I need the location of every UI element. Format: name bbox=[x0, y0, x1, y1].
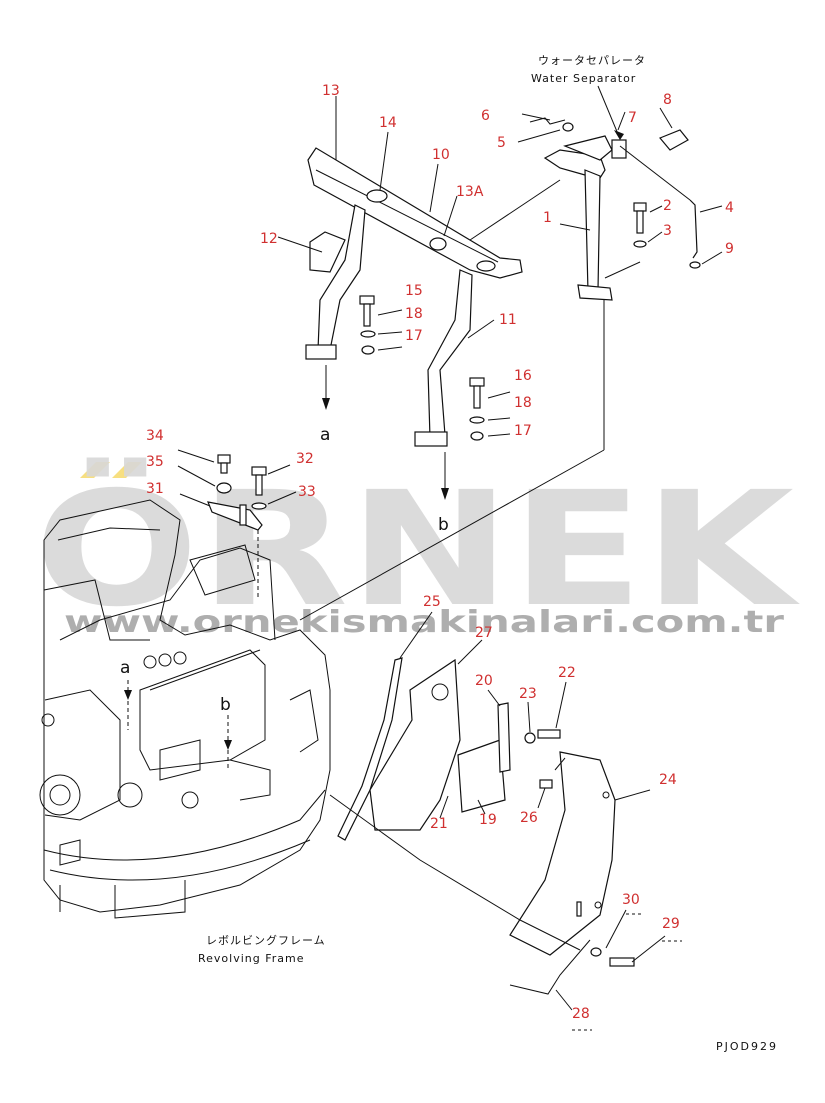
callout-25: 25 bbox=[423, 594, 441, 610]
callout-26: 26 bbox=[520, 810, 538, 826]
callout-19: 19 bbox=[479, 812, 497, 828]
callout-15: 15 bbox=[405, 283, 423, 299]
callout-17b: 17 bbox=[514, 423, 532, 439]
callout-34: 34 bbox=[146, 428, 164, 444]
callout-28: 28 bbox=[572, 1006, 590, 1022]
bracket-ref-b: b bbox=[438, 515, 449, 535]
callout-24: 24 bbox=[659, 772, 677, 788]
counterweight-assembly bbox=[329, 611, 682, 1031]
callout-32: 32 bbox=[296, 451, 314, 467]
callout-9: 9 bbox=[725, 241, 734, 257]
callout-10: 10 bbox=[432, 147, 450, 163]
part-callouts: 1 2 3 4 5 6 7 8 9 10 11 12 13 13A 14 15 … bbox=[146, 83, 734, 1022]
callout-7: 7 bbox=[628, 110, 637, 126]
callout-27: 27 bbox=[475, 625, 493, 641]
frame-ref-b: b bbox=[220, 695, 231, 715]
callout-8: 8 bbox=[663, 92, 672, 108]
callout-20: 20 bbox=[475, 673, 493, 689]
callout-33: 33 bbox=[298, 484, 316, 500]
callout-14: 14 bbox=[379, 115, 397, 131]
callout-12: 12 bbox=[260, 231, 278, 247]
callout-18b: 18 bbox=[514, 395, 532, 411]
callout-3: 3 bbox=[663, 223, 672, 239]
bracket-assembly: a b bbox=[277, 96, 561, 535]
callout-13a: 13A bbox=[456, 184, 484, 200]
callout-13: 13 bbox=[322, 83, 340, 99]
water-separator-en-label: Water Separator bbox=[531, 72, 636, 85]
callout-31: 31 bbox=[146, 481, 164, 497]
callout-23: 23 bbox=[519, 686, 537, 702]
water-separator-stand bbox=[299, 85, 723, 621]
frame-ref-a: a bbox=[120, 658, 130, 678]
revolving-frame-en-label: Revolving Frame bbox=[198, 952, 305, 965]
bracket-ref-a: a bbox=[320, 425, 330, 445]
revolving-frame-jp-label: レボルビングフレーム bbox=[206, 933, 326, 947]
callout-21: 21 bbox=[430, 816, 448, 832]
callout-4: 4 bbox=[725, 200, 734, 216]
callout-2: 2 bbox=[663, 198, 672, 214]
watermark: ÖRNEK www.ornekismakinalari.com.tr bbox=[34, 456, 801, 642]
mount-plate bbox=[177, 449, 297, 600]
callout-22: 22 bbox=[558, 665, 576, 681]
callout-30: 30 bbox=[622, 892, 640, 908]
callout-35: 35 bbox=[146, 454, 164, 470]
callout-1: 1 bbox=[543, 210, 552, 226]
callout-18a: 18 bbox=[405, 306, 423, 322]
callout-16: 16 bbox=[514, 368, 532, 384]
callout-6: 6 bbox=[481, 108, 490, 124]
revolving-frame: a b bbox=[39, 499, 331, 919]
callout-29: 29 bbox=[662, 916, 680, 932]
water-separator-jp-label: ウォータセパレータ bbox=[538, 54, 646, 67]
callout-11: 11 bbox=[499, 312, 517, 328]
drawing-code: PJOD929 bbox=[716, 1040, 778, 1053]
callout-5: 5 bbox=[497, 135, 506, 151]
callout-17a: 17 bbox=[405, 328, 423, 344]
